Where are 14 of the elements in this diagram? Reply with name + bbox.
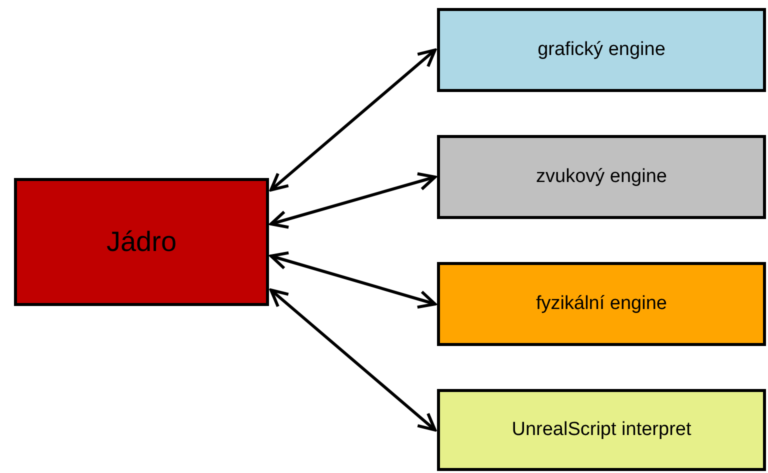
- box-label: fyzikální engine: [536, 292, 667, 316]
- component-box: [437, 389, 766, 471]
- double-arrow: [270, 172, 436, 229]
- component-box: [437, 135, 766, 219]
- box-label: grafický engine: [538, 38, 666, 62]
- double-arrow: [270, 288, 436, 432]
- box-label: Jádro: [106, 225, 177, 259]
- component-box: [437, 8, 766, 92]
- component-box: [14, 178, 269, 306]
- box-label: UnrealScript interpret: [512, 418, 692, 442]
- box-label: zvukový engine: [536, 164, 667, 189]
- double-arrow: [270, 251, 436, 309]
- component-box: [437, 262, 766, 346]
- double-arrow: [270, 48, 436, 192]
